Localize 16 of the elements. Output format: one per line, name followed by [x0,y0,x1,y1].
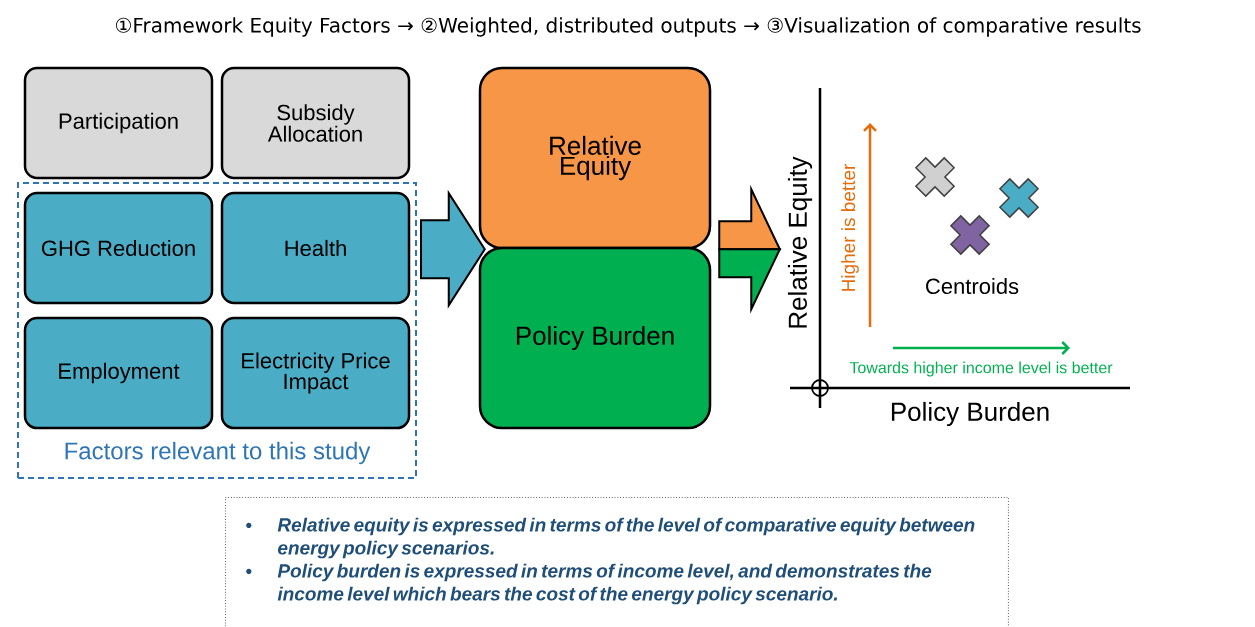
axis-label: Relative Equity [787,156,813,328]
axis-label: Policy Burden [891,401,1049,427]
axis-note: Higher is better [841,163,859,291]
factor-box: Subsidy Allocation [220,66,411,180]
axis-note: Towards higher income level is better [849,361,1113,377]
title: ①Framework Equity Factors → ②Weighted, distributed outputs → ③Visualization of comparative results [115,17,1141,37]
factor-box: GHG Reduction [23,191,214,305]
output-box: Policy Burden [478,246,712,430]
centroids-label: Centroids [926,277,1019,295]
factor-box: Employment [23,316,214,430]
notes-box: Relative equity is expressed in terms of the level of comparative equity between energy policy scenarios. Policy burden is expressed in terms of income level, and demonstrates the income level which bears the cost of the energy policy scenario. [225,497,1009,627]
block-arrow [420,189,486,309]
factor-box: Electricity Price Impact [220,316,411,430]
factor-box: Participation [23,66,214,180]
output-box: Relative Equity [478,66,712,250]
factor-box: Health [220,191,411,305]
